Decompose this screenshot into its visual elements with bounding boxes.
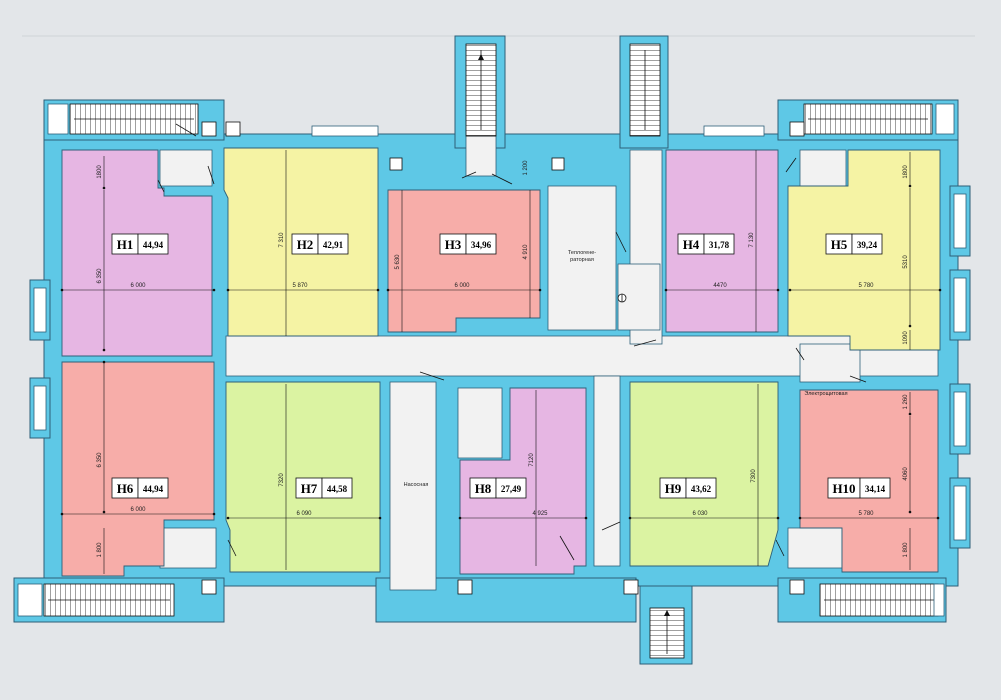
heat-room-label-1: Теплогене- [568, 250, 596, 256]
dim-h1-height: 6 350 [97, 268, 103, 284]
room-h5-id: H5 [831, 237, 848, 252]
dim-h4-width: 4470 [713, 283, 727, 289]
room-h10-area: 34,14 [865, 484, 886, 494]
label-h2: H2 42,91 [291, 233, 349, 255]
dim-h8-height: 7120 [529, 453, 535, 467]
room-h3-id: H3 [445, 237, 462, 252]
dim-h10-height: 4060 [903, 467, 909, 481]
room-h6 [61, 361, 215, 577]
label-h4: H4 31,78 [677, 233, 735, 255]
dim-h1-top: 1800 [97, 165, 103, 179]
shaft-h8 [457, 387, 503, 459]
room-h1-area: 44,94 [143, 240, 164, 250]
balconies [17, 103, 967, 617]
dim-h7-height: 7320 [279, 473, 285, 487]
dim-h8-width: 4 925 [532, 511, 548, 517]
dim-h9-width: 6 030 [692, 511, 708, 517]
label-h5: H5 39,24 [825, 233, 883, 255]
dim-h10-width: 5 780 [858, 511, 874, 517]
label-h9: H9 43,62 [659, 477, 717, 499]
dim-h10-top: 1 260 [903, 394, 909, 410]
dim-h3-height-left: 5 630 [395, 254, 401, 270]
label-h3: H3 34,96 [439, 233, 497, 255]
room-h8-area: 27,49 [501, 484, 522, 494]
pump-room-label: Насосная [404, 482, 429, 488]
room-h9-id: H9 [665, 481, 682, 496]
dim-h6-bottom: 1 800 [97, 542, 103, 558]
room-h3 [387, 189, 541, 333]
vestibule-sw [159, 527, 217, 569]
corridor-south-right [593, 375, 621, 567]
south-bump [375, 577, 637, 623]
dim-h3-top: 1 200 [523, 160, 529, 176]
label-h7: H7 44,58 [295, 477, 353, 499]
room-h6-area: 44,94 [143, 484, 164, 494]
room-h2-id: H2 [297, 237, 314, 252]
room-h7-id: H7 [301, 481, 318, 496]
service-labels: Теплогене- раторная Насосная Электрощито… [404, 250, 848, 488]
dim-h5-width: 5 780 [858, 283, 874, 289]
dim-h5-height: 5310 [903, 255, 909, 269]
room-h10-id: H10 [832, 481, 855, 496]
room-h4-area: 31,78 [709, 240, 730, 250]
dim-h4-height: 7 130 [749, 232, 755, 248]
room-h7-area: 44,58 [327, 484, 348, 494]
room-h2-area: 42,91 [323, 240, 344, 250]
electrical-room-label: Электрощитовая [804, 391, 847, 397]
dim-h1-width: 6 000 [130, 283, 146, 289]
pump-room [389, 381, 437, 591]
room-h5-area: 39,24 [857, 240, 878, 250]
label-h6: H6 44,94 [111, 477, 169, 499]
dimension-ticks [60, 184, 942, 520]
dim-h3-width: 6 000 [454, 283, 470, 289]
vestibule-se [787, 527, 843, 569]
room-labels: H1 44,94 H2 42,91 H3 34,96 H4 31,78 H5 3… [111, 233, 891, 499]
doors [157, 123, 867, 561]
vestibule-nw [159, 149, 213, 187]
room-h9 [629, 381, 779, 567]
room-h8-id: H8 [475, 481, 492, 496]
dim-h9-height: 7300 [751, 469, 757, 483]
dimension-lines [62, 150, 940, 574]
heat-room [547, 185, 617, 331]
shafts [201, 121, 805, 595]
heat-room-label-2: раторная [570, 257, 594, 263]
dim-h6-height: 6 350 [97, 452, 103, 468]
dim-h5-bottom: 1090 [903, 331, 909, 345]
label-h8: H8 27,49 [469, 477, 527, 499]
dim-h2-height: 7 310 [279, 232, 285, 248]
room-h3-area: 34,96 [471, 240, 492, 250]
label-h1: H1 44,94 [111, 233, 169, 255]
dim-h2-width: 5 870 [292, 283, 308, 289]
label-h10: H10 34,14 [827, 477, 891, 499]
room-h4-id: H4 [683, 237, 700, 252]
room-h6-id: H6 [117, 481, 134, 496]
dimension-values: 6 000 5 870 6 000 4470 5 780 6 000 6 090… [97, 160, 909, 558]
room-h9-area: 43,62 [691, 484, 712, 494]
dim-h6-width: 6 000 [130, 507, 146, 513]
vestibule-ne [799, 149, 847, 187]
room-h1-id: H1 [117, 237, 134, 252]
dim-h7-width: 6 090 [296, 511, 312, 517]
room-h7 [225, 381, 381, 573]
dim-h5-top: 1800 [903, 165, 909, 179]
dim-h3-height-right: 4 910 [523, 244, 529, 260]
dim-h10-bottom: 1 800 [903, 542, 909, 558]
